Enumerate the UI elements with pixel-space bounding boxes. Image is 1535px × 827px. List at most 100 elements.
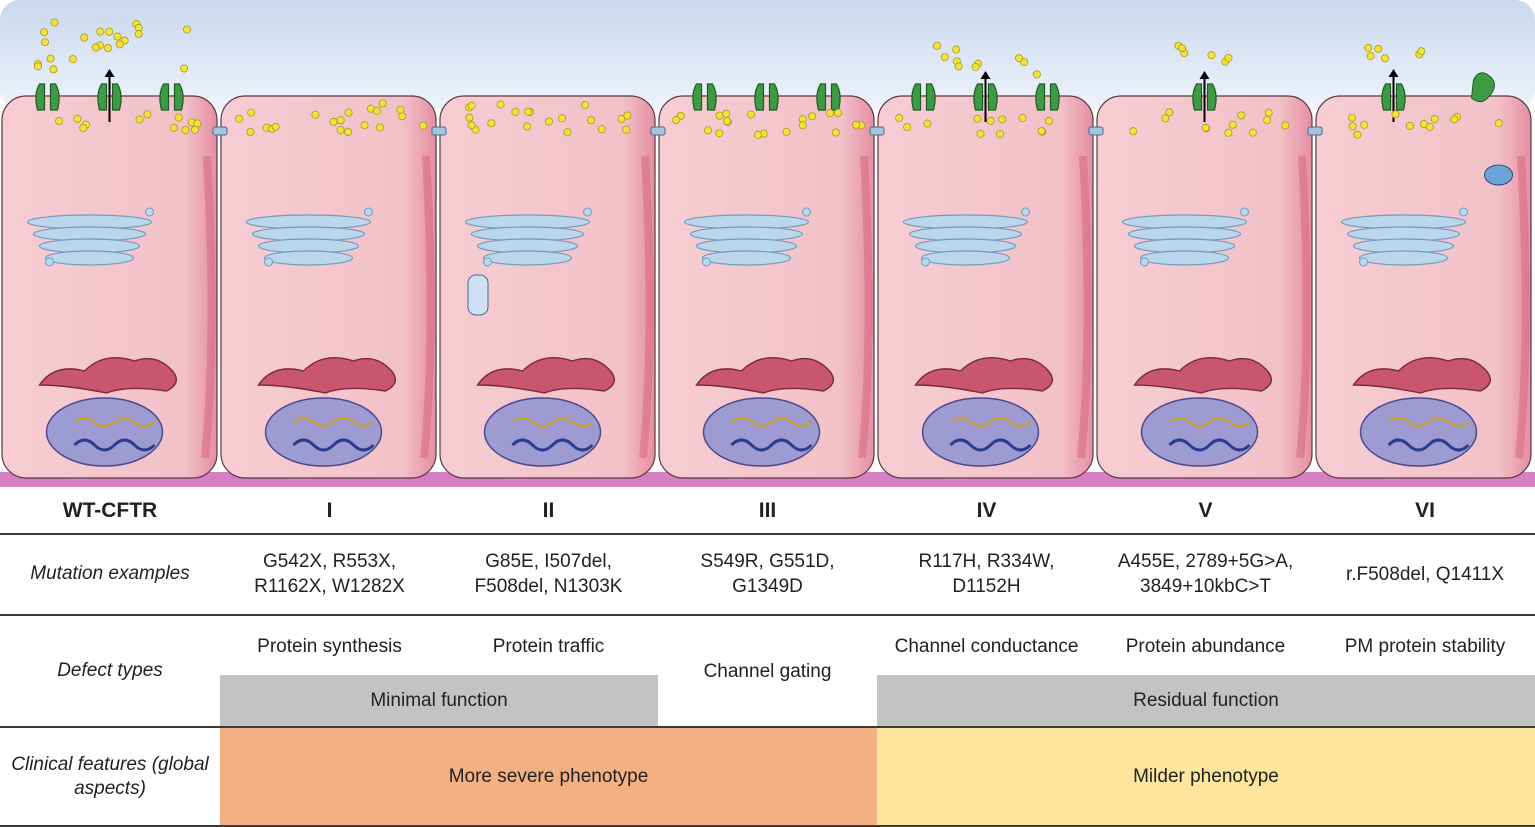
- tight-junction-icon: [431, 126, 447, 136]
- golgi-cisterna-icon: [482, 250, 573, 266]
- dna-icon: [1168, 438, 1251, 452]
- dna-icon: [511, 438, 594, 452]
- col-header-v: V: [1198, 498, 1213, 522]
- table-divider: [0, 726, 1535, 728]
- cell-edge-shading: [858, 155, 873, 459]
- chloride-ion-icon: [68, 55, 77, 64]
- mutation-line: F508del, N1303K: [474, 576, 623, 597]
- mutation-line: S549R, G551D,: [700, 551, 835, 572]
- chloride-ion-icon: [932, 41, 941, 50]
- cell-edge-shading: [639, 155, 654, 459]
- chloride-ion-icon: [235, 114, 244, 123]
- chloride-ion-icon: [976, 129, 985, 138]
- chloride-ion-icon: [174, 113, 183, 122]
- chloride-ion-icon: [558, 114, 567, 123]
- mutation-line: A455E, 2789+5G>A,: [1117, 551, 1294, 572]
- nucleus-icon: [264, 397, 383, 467]
- cftr-channel-icon: [159, 83, 184, 111]
- chloride-ion-icon: [523, 122, 532, 131]
- nucleus-icon: [921, 397, 1040, 467]
- chloride-ion-icon: [246, 127, 255, 136]
- chloride-ion-icon: [753, 130, 762, 139]
- chloride-ion-icon: [1018, 114, 1027, 123]
- chloride-ion-icon: [971, 62, 980, 71]
- cell-edge-shading: [420, 155, 435, 459]
- chloride-ion-icon: [833, 108, 842, 117]
- chloride-ion-icon: [996, 130, 1005, 139]
- chloride-ion-icon: [1281, 121, 1290, 130]
- chloride-ion-icon: [617, 115, 626, 124]
- chloride-ion-icon: [46, 54, 55, 63]
- chloride-ion-icon: [1450, 115, 1459, 124]
- chloride-ion-icon: [80, 33, 89, 42]
- mrna-icon: [511, 417, 594, 427]
- chloride-ion-icon: [1406, 121, 1415, 130]
- col-header-vi: VI: [1415, 498, 1435, 522]
- mutation-examples-i: G542X, R553X, R1162X, W1282X: [220, 535, 439, 613]
- chloride-ion-icon: [191, 125, 200, 134]
- milder-phenotype-band: Milder phenotype: [877, 728, 1535, 825]
- chloride-ion-icon: [851, 120, 860, 129]
- chloride-ion-icon: [419, 121, 428, 130]
- defect-type-ii: Protein traffic: [492, 635, 605, 657]
- chloride-ion-icon: [1207, 51, 1216, 60]
- chloride-ion-icon: [372, 107, 381, 116]
- cftr-channel-icon: [97, 83, 122, 111]
- nucleus-icon: [483, 397, 602, 467]
- chloride-ion-icon: [247, 108, 256, 117]
- mutation-class-table: WT-CFTR I II III IV V VI Mutation exampl…: [0, 487, 1535, 827]
- chloride-ion-icon: [1417, 47, 1426, 56]
- chloride-ion-icon: [336, 126, 345, 135]
- mutation-examples-vi: r.F508del, Q1411X: [1315, 535, 1535, 613]
- arrowhead-icon: [1199, 71, 1210, 79]
- col-header-iii: III: [758, 498, 777, 522]
- chloride-ion-icon: [1032, 70, 1041, 79]
- chloride-ion-icon: [782, 127, 791, 136]
- chloride-ion-icon: [182, 25, 191, 34]
- golgi-cisterna-icon: [1139, 250, 1230, 266]
- cftr-channel-icon: [1035, 83, 1060, 111]
- golgi-vesicle-icon: [483, 257, 492, 267]
- residual-function-band: Residual function: [877, 675, 1535, 726]
- chloride-ion-icon: [1263, 116, 1272, 125]
- chloride-ion-icon: [622, 125, 631, 134]
- cftr-channel-icon: [816, 83, 841, 111]
- dna-icon: [1387, 438, 1470, 452]
- mutation-line: D1152H: [952, 576, 1021, 597]
- arrowhead-icon: [980, 71, 991, 79]
- chloride-ion-icon: [169, 123, 178, 132]
- chloride-ion-icon: [1237, 111, 1246, 120]
- chloride-ion-icon: [181, 126, 190, 135]
- chloride-ion-icon: [826, 109, 835, 118]
- cftr-channel-icon: [35, 83, 60, 111]
- mutation-line: r.F508del, Q1411X: [1345, 563, 1505, 585]
- chloride-ion-icon: [722, 109, 731, 118]
- chloride-ion-icon: [1165, 108, 1174, 117]
- golgi-vesicle-icon: [364, 207, 373, 217]
- table-bottom-border: [0, 825, 1535, 827]
- chloride-ion-icon: [1161, 114, 1170, 123]
- arrowhead-icon: [1388, 69, 1399, 77]
- nucleus-icon: [1359, 397, 1478, 467]
- chloride-ion-icon: [311, 110, 320, 119]
- chloride-ion-icon: [1348, 122, 1357, 131]
- col-header-ii: II: [542, 498, 555, 522]
- tight-junction-icon: [869, 126, 885, 136]
- tight-junction-icon: [650, 126, 666, 136]
- arrowhead-icon: [104, 69, 115, 77]
- chloride-ion-icon: [798, 121, 807, 130]
- mrna-icon: [730, 417, 813, 427]
- golgi-vesicle-icon: [1021, 207, 1030, 217]
- chloride-ion-icon: [1360, 120, 1369, 129]
- chloride-ion-icon: [496, 100, 505, 109]
- minimal-function-band: Minimal function: [220, 675, 658, 726]
- cftr-cell-diagram: [0, 0, 1535, 487]
- mutation-examples-iii: S549R, G551D, G1349D: [658, 535, 877, 613]
- chloride-ion-icon: [143, 110, 152, 119]
- chloride-ion-icon: [115, 40, 124, 49]
- chloride-ion-icon: [396, 105, 405, 114]
- chloride-ion-icon: [1374, 44, 1383, 53]
- dna-icon: [73, 438, 156, 452]
- chloride-ion-icon: [344, 108, 353, 117]
- lysosome-icon: [1484, 164, 1513, 186]
